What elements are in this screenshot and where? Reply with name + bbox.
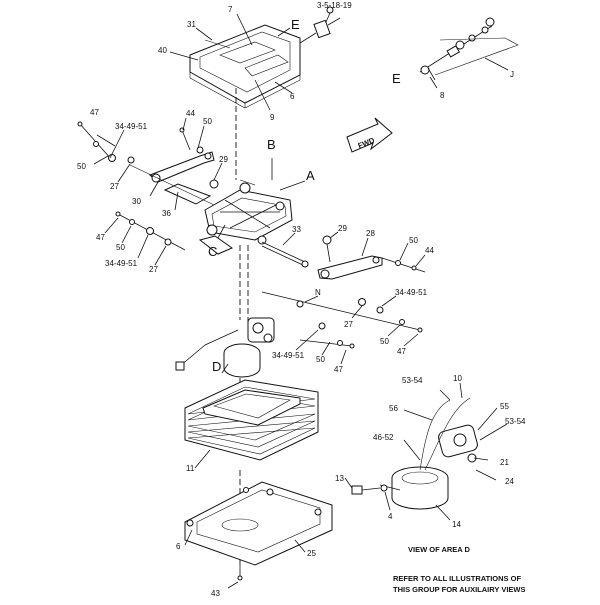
label-11: 11 [186, 464, 195, 473]
label-14: 14 [452, 520, 461, 529]
label-50-a: 50 [203, 117, 212, 126]
label-3-5-18-19: 3-5-18-19 [317, 1, 352, 10]
label-9: 9 [270, 113, 275, 122]
label-47-d: 47 [334, 365, 343, 374]
label-6-bottom: 6 [176, 542, 181, 551]
label-27-a: 27 [110, 182, 119, 191]
forward-arrow [346, 117, 393, 153]
label-d: D [212, 359, 221, 374]
label-b: B [267, 137, 276, 152]
label-33: 33 [292, 225, 301, 234]
label-56: 56 [389, 404, 398, 413]
label-27-c: 27 [344, 320, 353, 329]
actuator-assembly [299, 6, 341, 44]
label-44-a: 44 [186, 109, 195, 118]
seat-top-plate [189, 24, 301, 109]
label-j: J [510, 70, 514, 79]
label-53-54-a: 53-54 [402, 376, 423, 385]
label-31: 31 [187, 20, 196, 29]
callout-labels: 7 31 E 3-5-18-19 40 6 9 E 8 J FWD 47 34-… [77, 1, 526, 598]
label-34-49-51-b: 34-49-51 [105, 259, 138, 268]
label-27-b: 27 [149, 265, 158, 274]
label-50-c: 50 [116, 243, 125, 252]
label-50-e: 50 [380, 337, 389, 346]
base-plate [184, 481, 333, 589]
label-c: C [208, 244, 217, 259]
air-spring-assembly [175, 317, 275, 378]
label-34-49-51-c: 34-49-51 [395, 288, 428, 297]
label-n: N [315, 288, 321, 297]
refer-note-line-1: REFER TO ALL ILLUSTRATIONS OF [393, 574, 521, 583]
lower-left-fasteners [104, 211, 186, 266]
label-28: 28 [366, 229, 375, 238]
bellows-boot [184, 379, 319, 469]
label-50-d: 50 [409, 236, 418, 245]
label-30: 30 [132, 197, 141, 206]
label-8: 8 [440, 91, 445, 100]
label-21: 21 [500, 458, 509, 467]
label-6-top: 6 [290, 92, 295, 101]
scissor-mechanism [198, 158, 306, 255]
label-34-49-51-a: 34-49-51 [115, 122, 148, 131]
label-13: 13 [335, 474, 344, 483]
label-47-c: 47 [397, 347, 406, 356]
label-55: 55 [500, 402, 509, 411]
label-40: 40 [158, 46, 167, 55]
label-34-49-51-d: 34-49-51 [272, 351, 305, 360]
label-25: 25 [307, 549, 316, 558]
label-50-b: 50 [77, 162, 86, 171]
label-10: 10 [453, 374, 462, 383]
label-4: 4 [388, 512, 393, 521]
label-e-right: E [392, 71, 401, 86]
label-24: 24 [505, 477, 514, 486]
label-29-a: 29 [219, 155, 228, 164]
label-50-f: 50 [316, 355, 325, 364]
label-47-a: 47 [90, 108, 99, 117]
detail-view-d [344, 382, 508, 521]
view-of-area-d-caption: VIEW OF AREA D [408, 545, 471, 554]
label-43: 43 [211, 589, 220, 598]
label-7: 7 [228, 5, 233, 14]
label-46-52: 46-52 [373, 433, 394, 442]
rod-33 [261, 232, 309, 268]
label-29-b: 29 [338, 224, 347, 233]
right-link-28 [317, 231, 426, 280]
notes: VIEW OF AREA D REFER TO ALL ILLUSTRATION… [393, 545, 526, 594]
lower-right-fasteners [261, 291, 423, 365]
callout-lines-top [169, 13, 293, 111]
label-a: A [306, 168, 315, 183]
label-44-b: 44 [425, 246, 434, 255]
label-53-54-b: 53-54 [505, 417, 526, 426]
upper-left-linkage [77, 117, 251, 223]
refer-note-line-2: THIS GROUP FOR AUXILAIRY VIEWS [393, 585, 526, 594]
label-e-top: E [291, 17, 300, 32]
linkage-assembly-j [419, 17, 519, 89]
label-36: 36 [162, 209, 171, 218]
label-47-b: 47 [96, 233, 105, 242]
